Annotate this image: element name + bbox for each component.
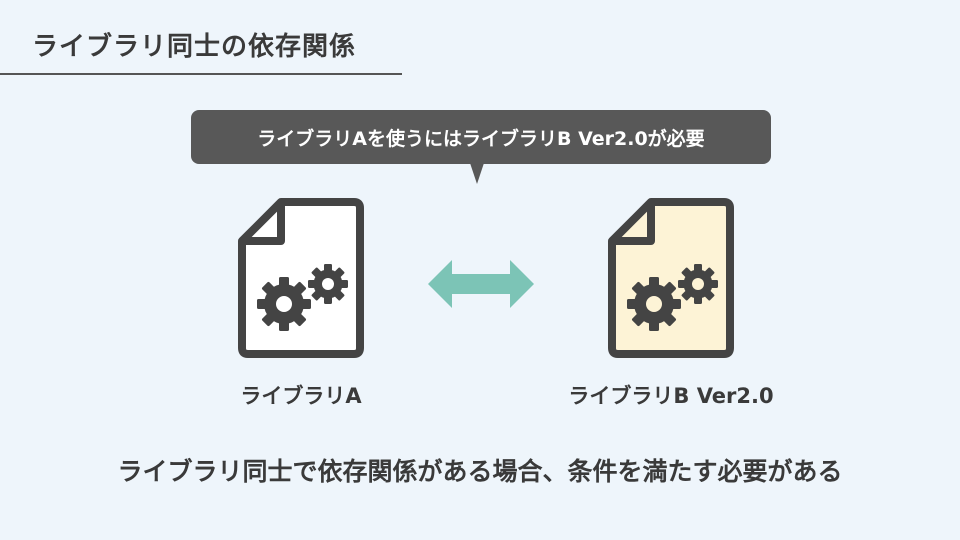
library-b-label: ライブラリB Ver2.0 [568,384,774,408]
document-fold [242,202,285,245]
summary-text: ライブラリ同士で依存関係がある場合、条件を満たす必要がある [117,457,843,486]
library-a-icon [238,198,364,358]
callout-tail [470,163,484,184]
double-arrow-icon [428,260,534,308]
requirement-callout: ライブラリAを使うにはライブラリB Ver2.0が必要 [191,110,771,164]
callout-text: ライブラリAを使うにはライブラリB Ver2.0が必要 [257,127,705,150]
document-fold [612,202,655,245]
library-a-label: ライブラリA [240,384,362,408]
document-body [608,198,734,358]
library-b-icon [608,198,734,358]
document-body [238,198,364,358]
slide-title: ライブラリ同士の依存関係 [32,32,357,62]
title-underline [0,73,402,75]
